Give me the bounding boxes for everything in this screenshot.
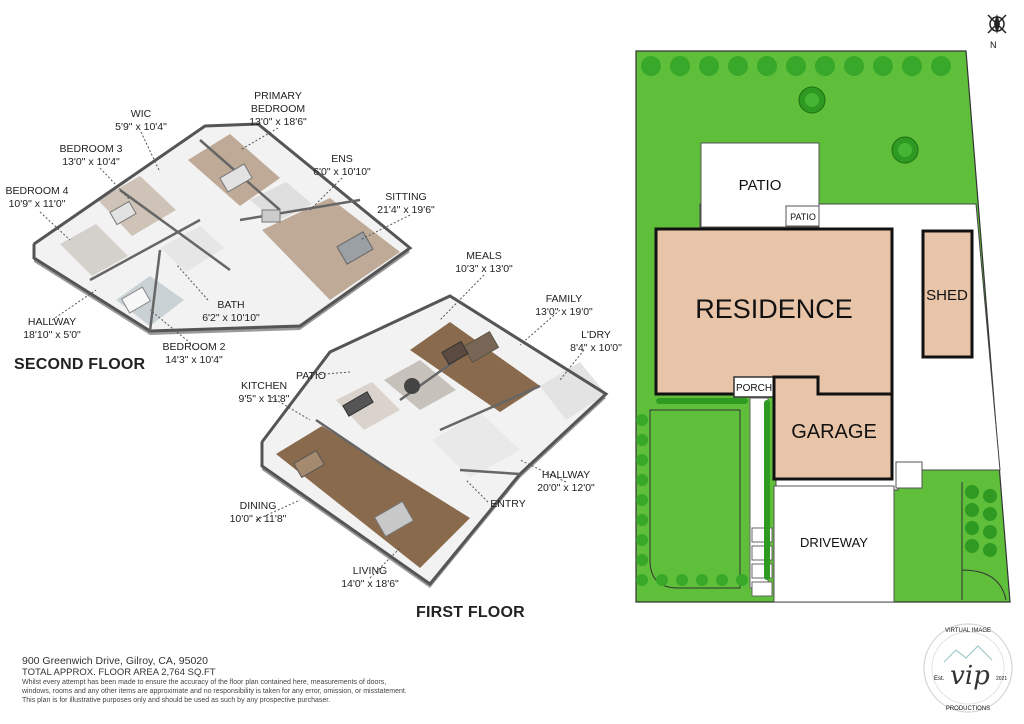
room-label-hallway-first: HALLWAY 20'0" x 12'0"	[537, 469, 595, 495]
property-address: 900 Greenwich Drive, Gilroy, CA, 95020	[22, 655, 208, 667]
room-name: BATH	[217, 299, 245, 311]
room-dimensions: 14'3" x 10'4"	[165, 354, 223, 366]
room-name: FAMILY	[545, 293, 583, 305]
total-floor-area: TOTAL APPROX. FLOOR AREA 2,764 SQ.FT	[22, 667, 216, 678]
tree-row	[641, 56, 951, 76]
room-dimensions: 13'0" x 10'4"	[62, 156, 120, 168]
compass-icon: N	[987, 14, 1007, 50]
logo-icon: VIRTUAL IMAGE PRODUCTIONS vip Est. 2021	[923, 623, 1013, 713]
room-label-bedroom-2: BEDROOM 2 14'3" x 10'4"	[162, 341, 225, 367]
logo-ring-top: VIRTUAL IMAGE	[945, 628, 991, 634]
room-dimensions: 10'9" x 11'0"	[8, 198, 66, 210]
room-label-family: FAMILY 13'0" x 19'0"	[535, 293, 593, 319]
room-name: ENTRY	[490, 498, 526, 510]
site-garage	[772, 375, 894, 481]
room-dimensions: 5'9" x 10'4"	[115, 121, 167, 133]
site-patio-small	[785, 205, 820, 227]
site-label-residence: RESIDENCE	[695, 294, 853, 324]
room-name: WIC	[130, 108, 152, 120]
tree-icon	[798, 86, 919, 164]
room-dimensions: 18'10" x 5'0"	[23, 329, 81, 341]
disclaimer-line-1: Whilst every attempt has been made to en…	[22, 679, 387, 686]
logo-mark: vip	[950, 661, 990, 691]
second-floor-title: SECOND FLOOR	[14, 356, 146, 373]
disclaimer-line-2: windows, rooms and any other items are a…	[22, 688, 407, 695]
room-dimensions: 6'0" x 10'10"	[313, 166, 371, 178]
leader-lines	[39, 127, 585, 579]
disclaimer-line-3: This plan is for illustrative purposes o…	[22, 697, 331, 704]
room-label-hallway-second: HALLWAY 18'10" x 5'0"	[23, 316, 81, 342]
site-label-driveway: DRIVEWAY	[800, 535, 868, 550]
room-name: BEDROOM 3	[59, 143, 123, 155]
shrub-row	[636, 414, 748, 586]
room-name: MEALS	[466, 250, 502, 262]
room-name: BEDROOM 2	[162, 341, 226, 353]
site-label-garage: GARAGE	[791, 421, 877, 443]
site-shed	[921, 229, 974, 359]
room-label-sitting: SITTING 21'4" x 19'6"	[377, 191, 435, 217]
logo-ring-bottom: PRODUCTIONS	[946, 706, 990, 712]
room-name: PATIO	[296, 370, 326, 382]
room-dimensions: 21'4" x 19'6"	[377, 204, 435, 216]
room-label-kitchen: KITCHEN 9'5" x 11'8"	[239, 380, 290, 406]
room-dimensions: 8'4" x 10'0"	[570, 342, 622, 354]
room-name: L'DRY	[581, 329, 611, 341]
room-label-laundry: L'DRY 8'4" x 10'0"	[570, 329, 622, 355]
room-name: BEDROOM 4	[5, 185, 69, 197]
room-label-bath: BATH 6'2" x 10'10"	[202, 299, 260, 325]
room-label-wic: WIC 5'9" x 10'4"	[115, 108, 167, 134]
room-label-bedroom-4: BEDROOM 4 10'9" x 11'0"	[5, 185, 68, 211]
room-name: SITTING	[385, 191, 427, 203]
room-dimensions: 14'0" x 18'6"	[341, 578, 399, 590]
site-label-patio-small: PATIO	[790, 212, 816, 222]
room-label-meals: MEALS 10'3" x 13'0"	[455, 250, 513, 276]
site-label-porch: PORCH	[736, 383, 772, 394]
room-name: ENS	[331, 153, 353, 165]
room-label-ens: ENS 6'0" x 10'10"	[313, 153, 371, 179]
site-label-shed: SHED	[926, 287, 968, 304]
logo-est: Est.	[934, 676, 945, 682]
room-label-entry: ENTRY	[490, 498, 525, 511]
room-label-bedroom-3: BEDROOM 3 13'0" x 10'4"	[59, 143, 122, 169]
room-name: HALLWAY	[541, 469, 591, 481]
room-name: HALLWAY	[27, 316, 77, 328]
room-label-primary-bedroom: PRIMARY BEDROOM 13'0" x 18'6"	[233, 90, 323, 129]
room-label-dining: DINING 10'0" x 11'8"	[230, 500, 287, 526]
logo-year: 2021	[996, 676, 1007, 682]
shrub-cluster	[965, 485, 997, 557]
room-name: LIVING	[352, 565, 388, 577]
room-dimensions: 10'0" x 11'8"	[229, 513, 287, 525]
site-label-patio: PATIO	[739, 177, 782, 194]
room-dimensions: 9'5" x 11'8"	[238, 393, 290, 405]
room-label-patio-first: PATIO	[296, 370, 326, 383]
second-floor-model	[32, 122, 413, 335]
room-name: DINING	[239, 500, 277, 512]
compass-north-label: N	[990, 40, 997, 50]
room-name: PRIMARY BEDROOM	[250, 90, 306, 115]
room-dimensions: 20'0" x 12'0"	[537, 482, 595, 494]
room-label-living: LIVING 14'0" x 18'6"	[341, 565, 399, 591]
site-driveway	[773, 485, 895, 603]
room-dimensions: 13'0" x 19'0"	[535, 306, 593, 318]
room-dimensions: 6'2" x 10'10"	[202, 312, 260, 324]
footer: 900 Greenwich Drive, Gilroy, CA, 95020 T…	[22, 656, 407, 705]
room-dimensions: 13'0" x 18'6"	[249, 116, 307, 128]
first-floor-title: FIRST FLOOR	[416, 604, 525, 621]
room-dimensions: 10'3" x 13'0"	[455, 263, 513, 275]
room-name: KITCHEN	[240, 380, 288, 392]
hedge	[656, 398, 770, 580]
